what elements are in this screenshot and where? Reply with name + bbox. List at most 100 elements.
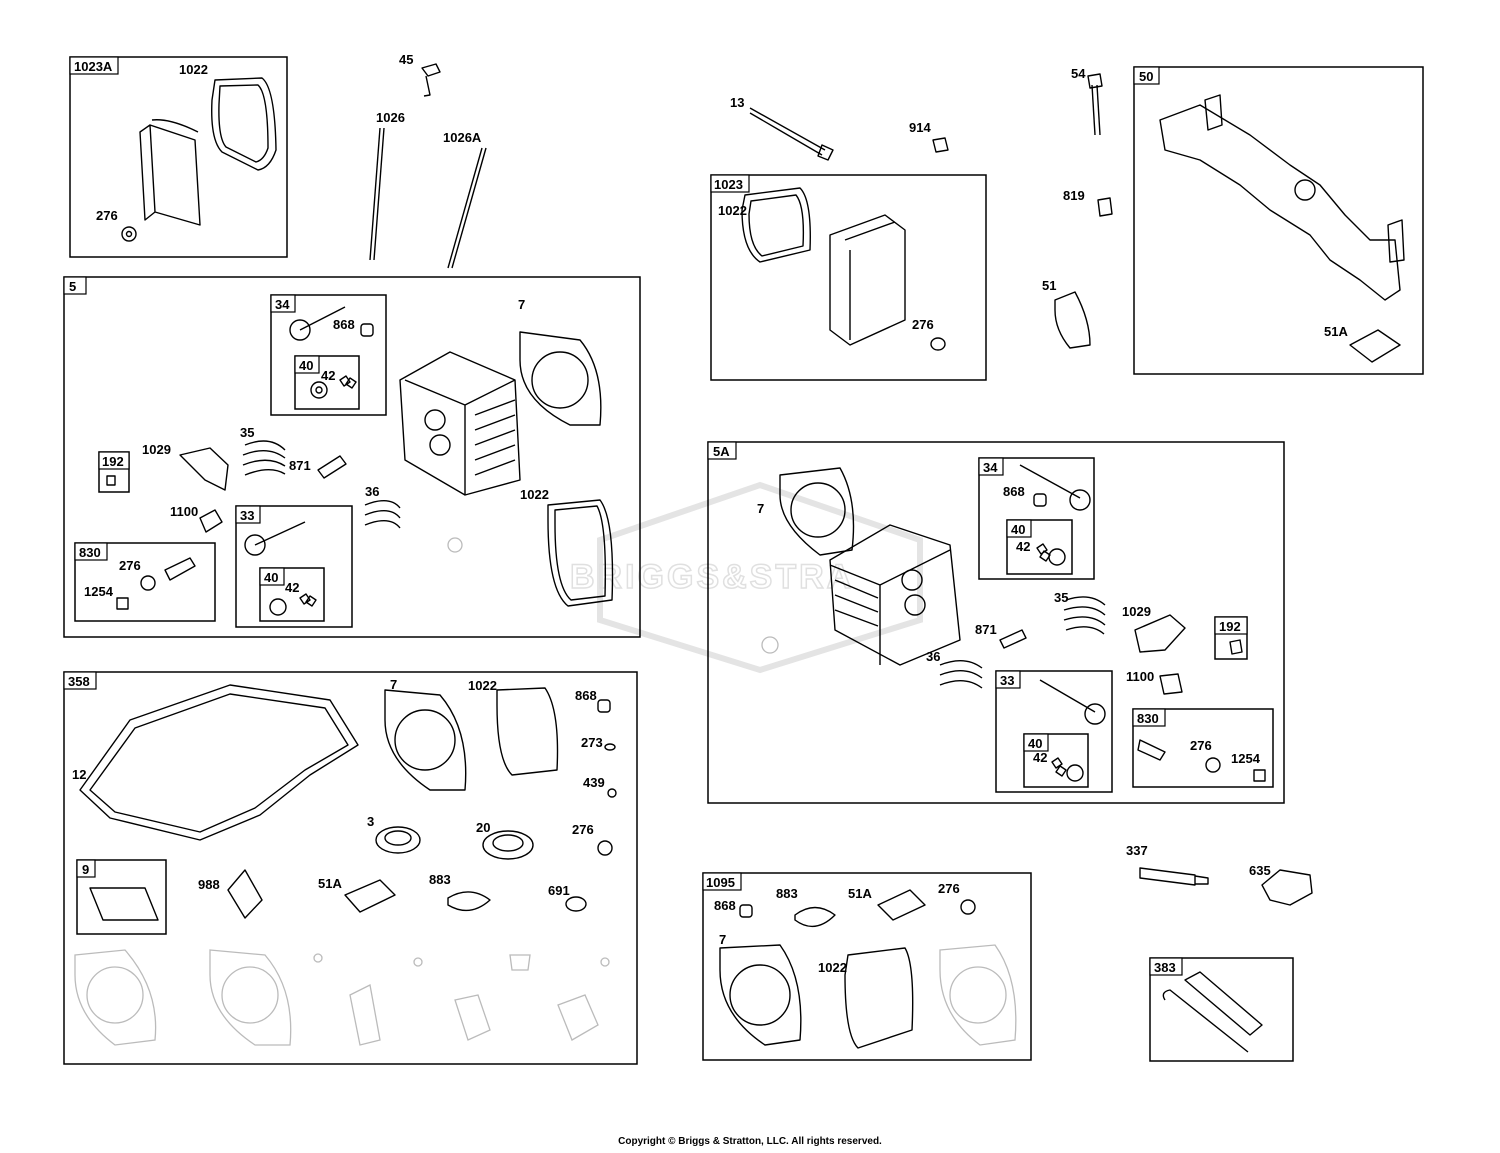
part-label: 819 bbox=[1063, 188, 1085, 203]
box-tag: 33 bbox=[995, 670, 1021, 689]
screw-192-b bbox=[1229, 639, 1243, 655]
bolt-13 bbox=[749, 107, 826, 151]
part-label: 12 bbox=[72, 767, 86, 782]
cylinder-head bbox=[399, 351, 521, 496]
box-tag: 1023 bbox=[710, 174, 750, 193]
pin-871-b bbox=[999, 629, 1027, 649]
part-label: 51A bbox=[318, 876, 342, 891]
box-tag: 5A bbox=[707, 441, 737, 460]
valve-33-b bbox=[1039, 679, 1096, 713]
part-label: 1022 bbox=[520, 487, 549, 502]
washer-276-f bbox=[960, 899, 976, 915]
ring-439 bbox=[607, 788, 617, 798]
washer-276-c bbox=[597, 840, 613, 856]
box-tag: 50 bbox=[1133, 66, 1160, 85]
svg-text:1023: 1023 bbox=[714, 177, 743, 192]
retainer-40-d bbox=[1066, 764, 1084, 782]
gasket-51A-b bbox=[1349, 329, 1401, 363]
part-label: 276 bbox=[912, 317, 934, 332]
pin-871 bbox=[317, 455, 347, 479]
gasket-7-b bbox=[779, 467, 855, 556]
part-label: 45 bbox=[399, 52, 413, 67]
part-label: 337 bbox=[1126, 843, 1148, 858]
gasket-883 bbox=[447, 891, 491, 912]
seal-868 bbox=[360, 323, 374, 337]
part-label: 51A bbox=[1324, 324, 1348, 339]
bolt-1254 bbox=[116, 597, 129, 610]
box-tag: 9 bbox=[76, 859, 96, 878]
part-label: 42 bbox=[1016, 539, 1030, 554]
seal-3 bbox=[375, 826, 421, 854]
part-label: 914 bbox=[909, 120, 931, 135]
spring-36 bbox=[364, 500, 401, 529]
screw-914 bbox=[932, 137, 949, 153]
valve-cover bbox=[829, 214, 906, 346]
part-label: 871 bbox=[975, 622, 997, 637]
gasket-1022-e bbox=[844, 947, 914, 1049]
screw-819 bbox=[1097, 197, 1113, 217]
part-label: 635 bbox=[1249, 863, 1271, 878]
gasket-1022-a bbox=[211, 77, 277, 171]
retainer-40 bbox=[310, 381, 328, 399]
washer-276-b bbox=[140, 575, 156, 591]
gasket-51A-c bbox=[877, 889, 926, 921]
part-label: 273 bbox=[581, 735, 603, 750]
part-label: 1029 bbox=[142, 442, 171, 457]
part-label: 868 bbox=[1003, 484, 1025, 499]
part-label: 1022 bbox=[818, 960, 847, 975]
part-label: 883 bbox=[776, 886, 798, 901]
watermark-text: BRIGGS&STRA bbox=[570, 558, 854, 596]
part-label: 7 bbox=[719, 932, 726, 947]
part-label: 51A bbox=[848, 886, 872, 901]
part-label: 1100 bbox=[1126, 669, 1154, 684]
gasket-1022-d bbox=[741, 187, 811, 263]
rocker-1029-b bbox=[1134, 614, 1186, 653]
gasket-1022-a-inner bbox=[218, 84, 269, 163]
spring-35-b bbox=[1063, 596, 1106, 635]
svg-text:33: 33 bbox=[1000, 673, 1014, 688]
part-label: 868 bbox=[714, 898, 736, 913]
part-label: 1100 bbox=[170, 504, 198, 519]
part-label: 3 bbox=[367, 814, 374, 829]
svg-text:40: 40 bbox=[264, 570, 278, 585]
breather-830-b bbox=[1137, 739, 1166, 761]
washer-276-a bbox=[121, 226, 137, 242]
part-label: 54 bbox=[1071, 66, 1086, 81]
spark-plug-337 bbox=[1139, 867, 1209, 886]
part-label: 1022 bbox=[179, 62, 208, 77]
box-tag: 830 bbox=[1132, 708, 1166, 727]
gasket-7-c bbox=[384, 689, 467, 791]
gasket-883-b bbox=[794, 906, 836, 928]
seal-691 bbox=[565, 896, 587, 912]
part-label: 1022 bbox=[718, 203, 747, 218]
part-label: 1026 bbox=[376, 110, 405, 125]
part-label: 35 bbox=[240, 425, 254, 440]
gasket-51A bbox=[344, 879, 396, 913]
box-tag: 40 bbox=[1023, 733, 1049, 752]
plug-boot-635 bbox=[1261, 869, 1313, 906]
part-label: 1022 bbox=[468, 678, 497, 693]
ring-273 bbox=[604, 743, 616, 751]
part-drawings bbox=[74, 63, 1405, 1053]
part-label: 868 bbox=[333, 317, 355, 332]
seal-868-c bbox=[597, 699, 611, 713]
svg-text:358: 358 bbox=[68, 674, 90, 689]
intake-manifold bbox=[1159, 104, 1401, 301]
guide-1100 bbox=[199, 509, 223, 533]
part-label: 7 bbox=[390, 677, 397, 692]
part-label: 276 bbox=[572, 822, 594, 837]
svg-text:9: 9 bbox=[82, 862, 89, 877]
part-label: 988 bbox=[198, 877, 220, 892]
spark-plug-wrench bbox=[1184, 971, 1263, 1036]
part-label: 883 bbox=[429, 872, 451, 887]
svg-text:192: 192 bbox=[1219, 619, 1241, 634]
part-label: 20 bbox=[476, 820, 490, 835]
rocker-1029 bbox=[179, 447, 229, 491]
gasket-1022-c bbox=[496, 687, 559, 776]
seal-20 bbox=[482, 830, 534, 860]
part-label: 36 bbox=[926, 649, 940, 664]
bolt-1254-b bbox=[1253, 769, 1266, 782]
svg-text:1023A: 1023A bbox=[74, 59, 113, 74]
part-labels: 1022 276 45 1026 1026A 868 42 7 1029 35 … bbox=[72, 52, 1348, 975]
